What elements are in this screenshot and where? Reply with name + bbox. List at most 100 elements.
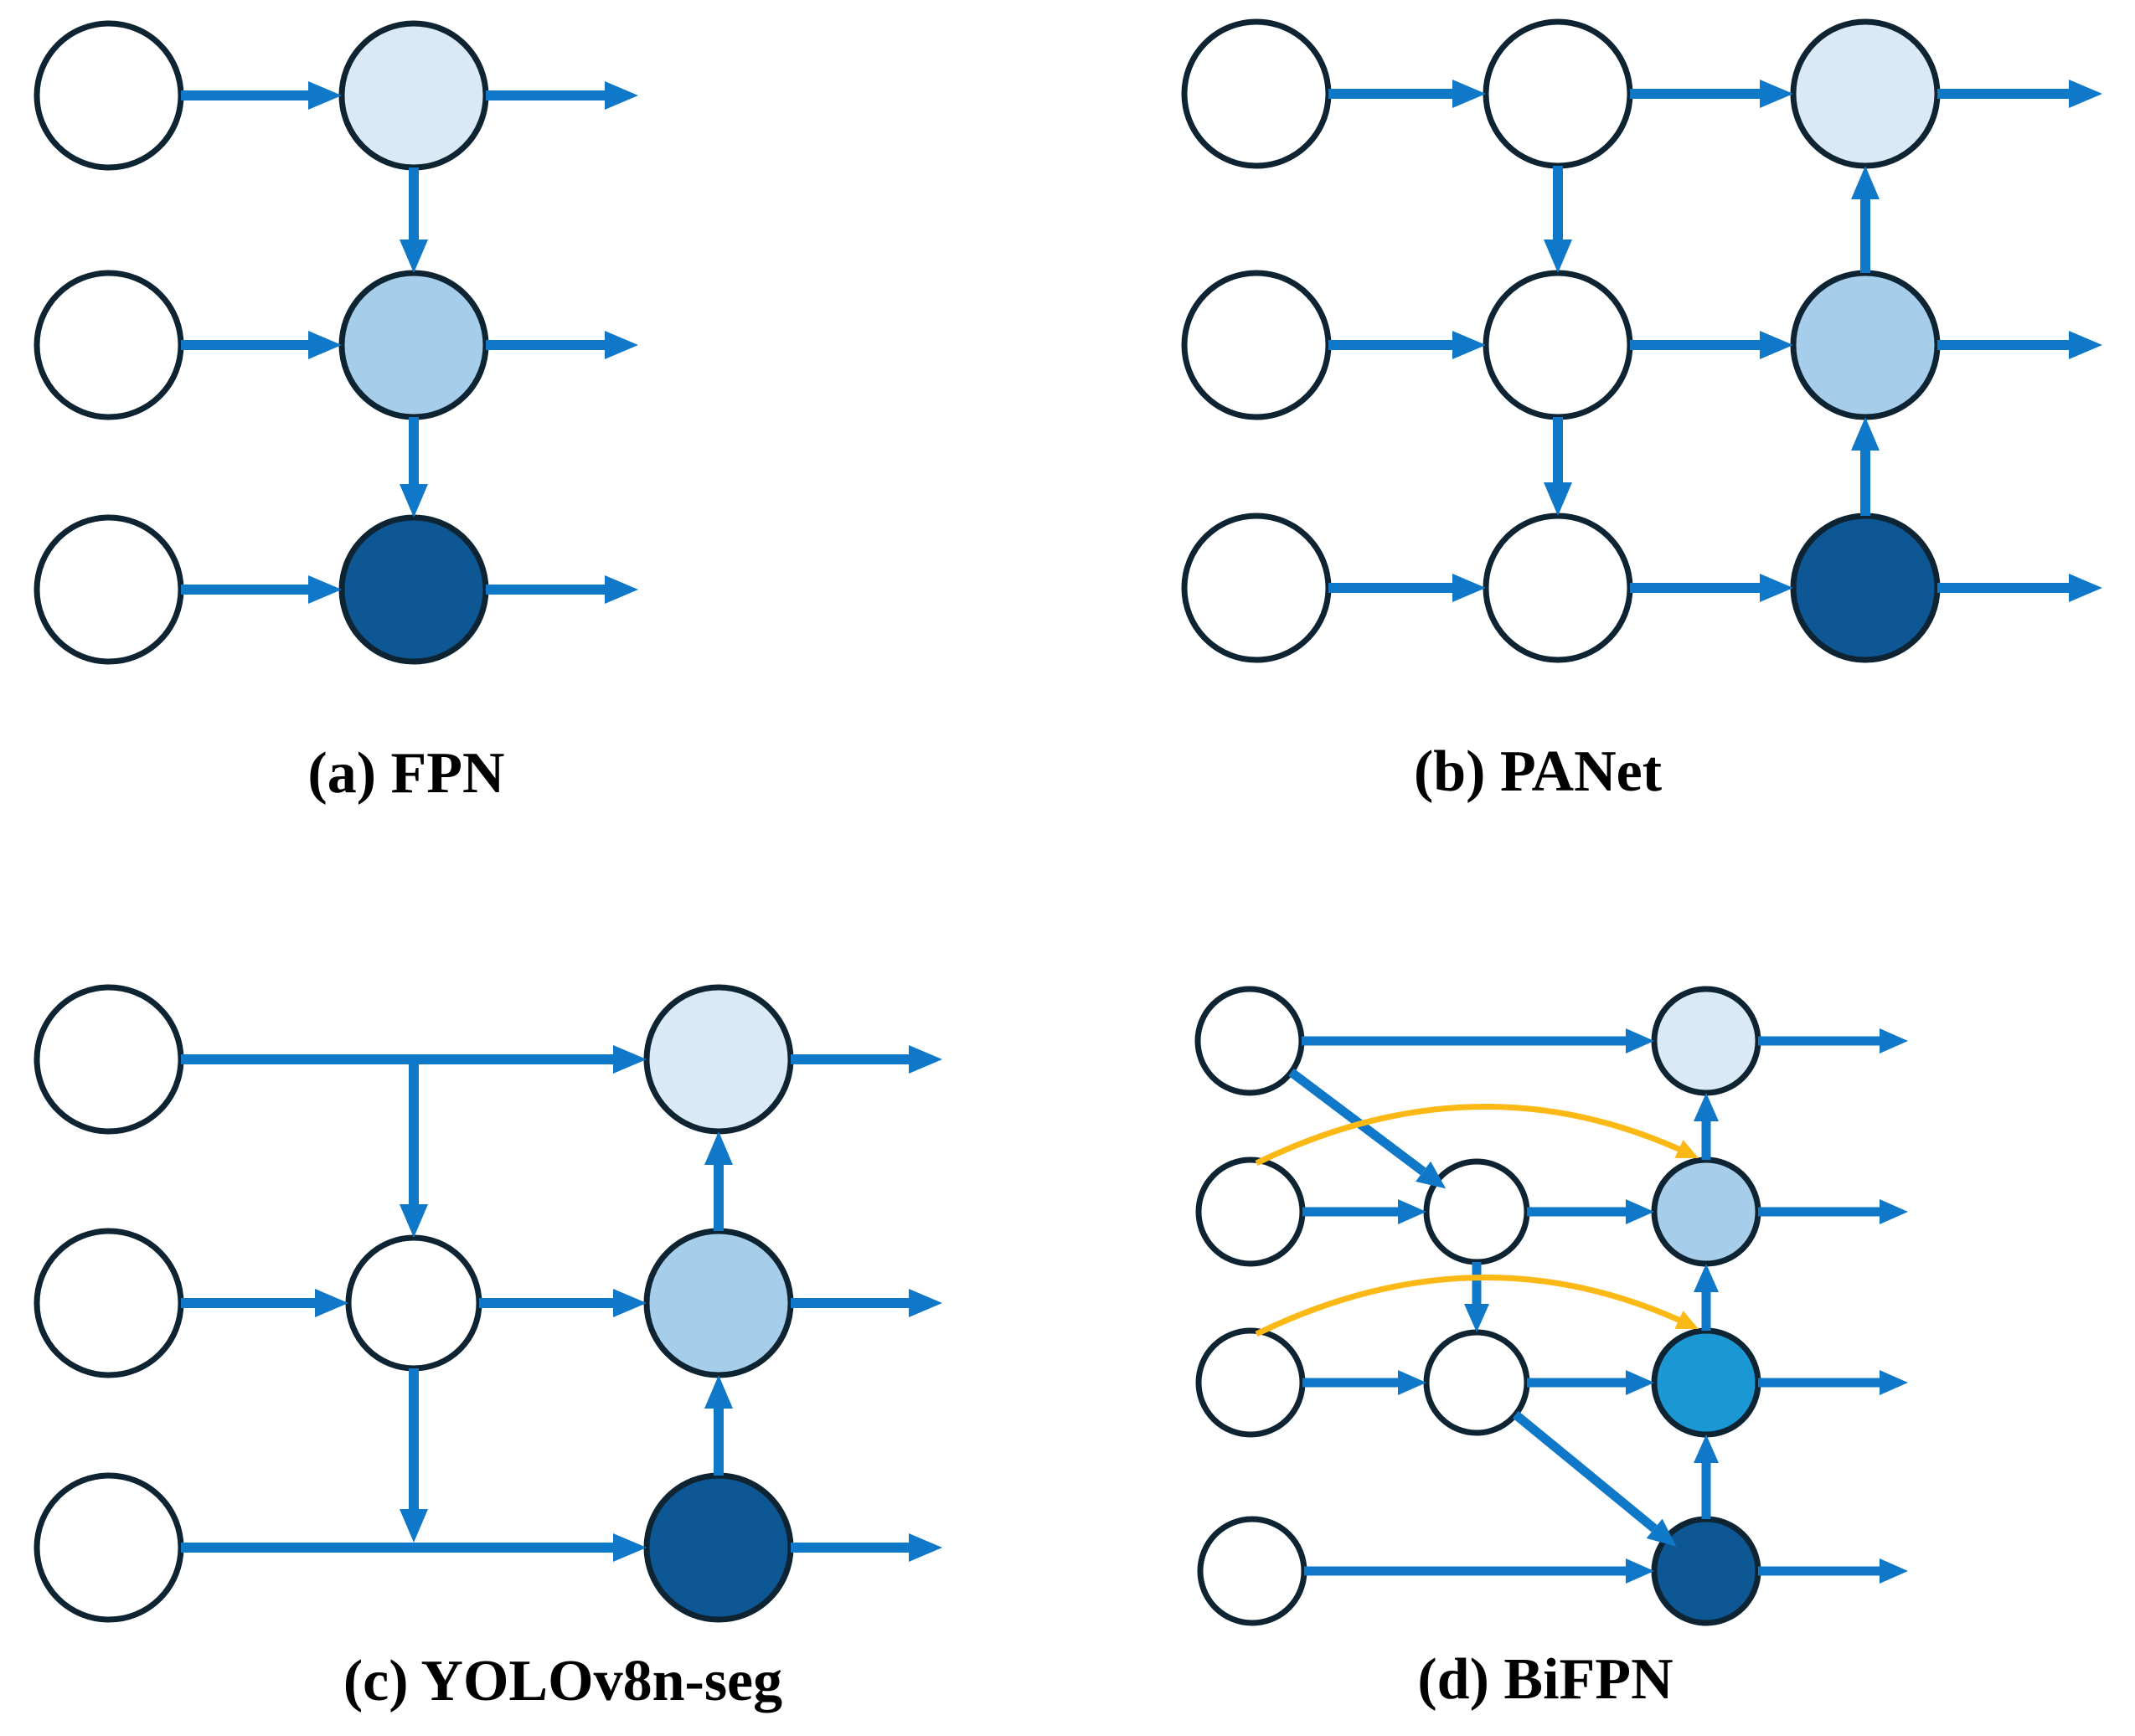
bifpn-edge-M2-R2 [1527, 1199, 1654, 1224]
yolov8n-seg-arrowhead [400, 1509, 428, 1543]
panet-arrowhead [1452, 80, 1486, 108]
fpn-edge-C2-out [486, 331, 638, 359]
fpn-node-C3 [338, 514, 489, 665]
bifpn-skip-curve [1255, 1275, 1690, 1337]
panet-edge-R1-out [1937, 80, 2102, 108]
panet-arrowhead [2069, 574, 2102, 602]
bifpn-edge-M2-M3 [1464, 1262, 1489, 1332]
yolov8n-seg-arrowhead [909, 1533, 942, 1562]
panet-edge-L1-M1 [1328, 80, 1486, 108]
yolov8n-seg-edge-L2-M2 [181, 1289, 348, 1317]
yolov8n-seg-node-R2 [643, 1228, 794, 1378]
bifpn-arrowhead [1880, 1199, 1908, 1224]
bifpn-node-R1 [1651, 986, 1761, 1096]
fpn-arrowhead [308, 81, 342, 110]
yolov8n-seg-arrowhead [704, 1131, 733, 1165]
panet-arrowhead [2069, 80, 2102, 108]
fpn-node-L1 [34, 20, 184, 171]
panet-edge-R2-R1 [1851, 166, 1880, 273]
fpn-arrowhead [308, 575, 342, 604]
bifpn-arrowhead [1464, 1304, 1489, 1332]
yolov8n-seg-edge-R1-out [791, 1045, 942, 1074]
panet-arrowhead [2069, 331, 2102, 359]
panel-fpn [34, 20, 638, 665]
bifpn-arrowhead [1626, 1199, 1654, 1224]
bifpn-edge-L2-M2 [1302, 1199, 1426, 1224]
fpn-node-C2 [338, 270, 489, 420]
yolov8n-seg-edge-R2-out [791, 1289, 942, 1317]
bifpn-arrowhead [1694, 1093, 1719, 1121]
bifpn-edge-R4-out [1758, 1558, 1908, 1584]
panet-edge-R3-R2 [1851, 417, 1880, 516]
panet-node-M3 [1483, 513, 1633, 663]
bifpn-edge-R3-out [1758, 1370, 1908, 1395]
yolov8n-seg-edge-R3-R2 [704, 1375, 733, 1476]
fpn-edge-L3-C3 [181, 575, 342, 604]
yolov8n-seg-node-L1 [34, 984, 184, 1135]
bifpn-edge-R2-out [1758, 1199, 1908, 1224]
bifpn-arrowhead [1626, 1370, 1654, 1395]
panet-edge-M3-R3 [1630, 574, 1793, 602]
panet-arrowhead [1851, 166, 1880, 199]
bifpn-arrowhead [1398, 1199, 1426, 1224]
bifpn-node-M3 [1423, 1329, 1530, 1436]
yolov8n-seg-arrowhead [613, 1045, 647, 1074]
bifpn-edge-R3-R2 [1694, 1264, 1719, 1331]
yolov8n-seg-arrowhead [704, 1375, 733, 1409]
yolov8n-seg-arrowhead [315, 1289, 348, 1317]
bifpn-arrowhead [1880, 1028, 1908, 1053]
bifpn-arrowhead [1646, 1518, 1677, 1547]
bifpn-node-R3 [1651, 1327, 1761, 1438]
fpn-edge-L1-C1 [181, 81, 342, 110]
yolov8n-seg-arrowhead [909, 1289, 942, 1317]
yolov8n-seg-node-L3 [34, 1472, 184, 1623]
bifpn-arrowhead [1674, 1140, 1699, 1158]
panet-edge-R2-out [1937, 331, 2102, 359]
panet-node-R3 [1790, 513, 1941, 663]
bifpn-node-L1 [1194, 986, 1305, 1096]
bifpn-edge-R1-out [1758, 1028, 1908, 1053]
yolov8n-seg-edge-L1-R1 [181, 1045, 647, 1074]
yolov8n-seg-node-R1 [643, 984, 794, 1135]
panet-arrowhead [1544, 240, 1572, 273]
bifpn-node-L4 [1197, 1516, 1307, 1626]
yolov8n-seg-arrowhead [613, 1533, 647, 1562]
panel-panet [1181, 18, 2102, 663]
panet-arrowhead [1452, 331, 1486, 359]
panet-node-R2 [1790, 270, 1941, 420]
bifpn-edge-L4-R4 [1304, 1558, 1654, 1584]
fpn-node-L2 [34, 270, 184, 420]
yolov8n-seg-edge-junction-M2 [400, 1059, 428, 1238]
panet-node-L1 [1181, 18, 1332, 169]
yolov8n-seg-edge-R2-R1 [704, 1131, 733, 1231]
fpn-node-C1 [338, 20, 489, 171]
panet-node-M1 [1483, 18, 1633, 169]
yolov8n-seg-node-M2 [345, 1234, 482, 1372]
fpn-edge-L2-C2 [181, 331, 342, 359]
bifpn-edge-shaft [1512, 1410, 1658, 1533]
caption-bifpn: (d) BiFPN [1417, 1647, 1673, 1712]
panet-edge-M2-M3 [1544, 417, 1572, 516]
panet-arrowhead [1760, 80, 1793, 108]
yolov8n-seg-arrowhead [400, 1204, 428, 1238]
bifpn-node-R2 [1651, 1156, 1761, 1267]
yolov8n-seg-arrowhead [909, 1045, 942, 1074]
panet-node-L2 [1181, 270, 1332, 420]
panet-edge-M2-R2 [1630, 331, 1793, 359]
fpn-arrowhead [605, 575, 638, 604]
bifpn-arrowhead [1694, 1264, 1719, 1292]
bifpn-edge-R4-R3 [1694, 1435, 1719, 1519]
yolov8n-seg-edge-R3-out [791, 1533, 942, 1562]
panet-edge-L2-M2 [1328, 331, 1486, 359]
panet-edge-M1-M2 [1544, 166, 1572, 273]
bifpn-edge-L1-M2 [1288, 1068, 1447, 1189]
panet-node-R1 [1790, 18, 1941, 169]
bifpn-edge-L3-M3 [1302, 1370, 1426, 1395]
panet-arrowhead [1760, 574, 1793, 602]
panet-edge-R3-out [1937, 574, 2102, 602]
bifpn-edge-junction-out [1255, 1275, 1699, 1337]
panet-edge-L3-M3 [1328, 574, 1486, 602]
panet-arrowhead [1544, 482, 1572, 516]
